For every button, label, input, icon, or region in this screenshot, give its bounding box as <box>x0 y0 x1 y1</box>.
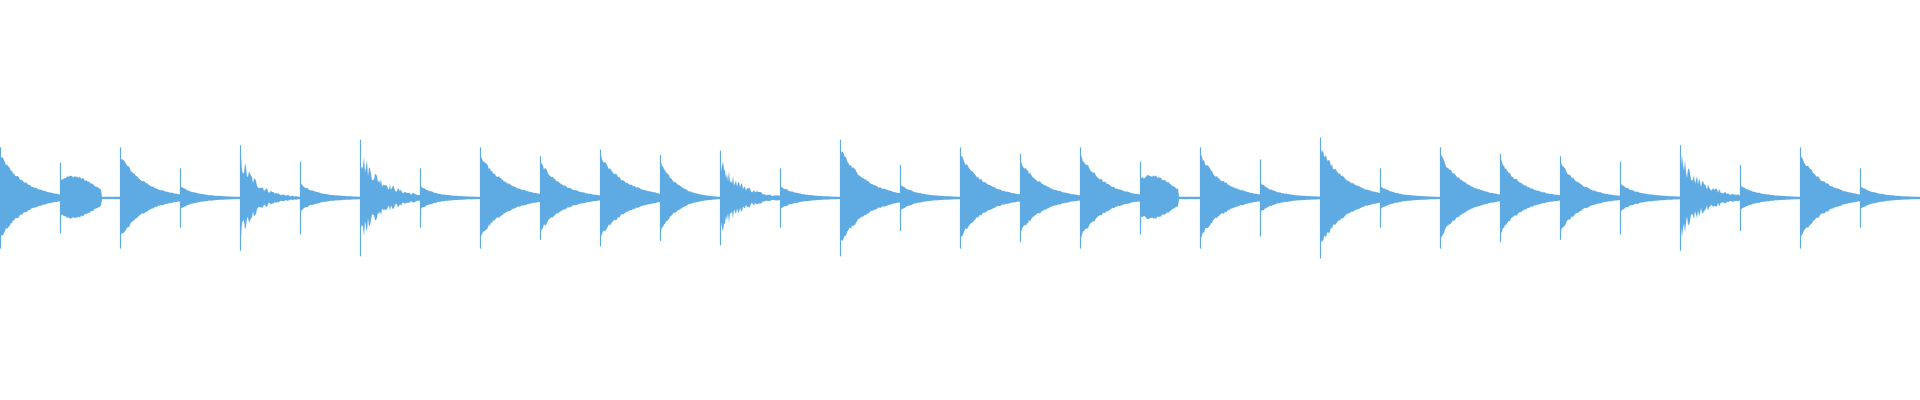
waveform-hit <box>1320 143 1380 249</box>
waveform-hit <box>540 160 600 233</box>
waveform-hit <box>1500 159 1560 234</box>
waveform-transients <box>0 137 1920 259</box>
waveform-hit <box>120 155 180 237</box>
waveform-hit <box>840 147 900 245</box>
waveform-hit <box>480 157 540 236</box>
waveform-hit <box>600 155 660 237</box>
waveform-hit <box>720 157 780 236</box>
waveform-hit <box>1680 155 1740 238</box>
waveform-hit <box>1440 154 1500 239</box>
waveform-hit <box>1800 153 1860 240</box>
waveform-hit <box>1560 160 1620 233</box>
waveform-hit <box>1080 153 1140 240</box>
waveform-hit <box>360 156 420 237</box>
waveform-hit <box>0 153 60 239</box>
waveform-hit <box>660 162 720 231</box>
waveform-hit <box>1200 152 1260 240</box>
waveform-hit <box>240 155 300 238</box>
waveform-hit <box>1020 159 1080 234</box>
waveform-hit <box>960 156 1020 237</box>
